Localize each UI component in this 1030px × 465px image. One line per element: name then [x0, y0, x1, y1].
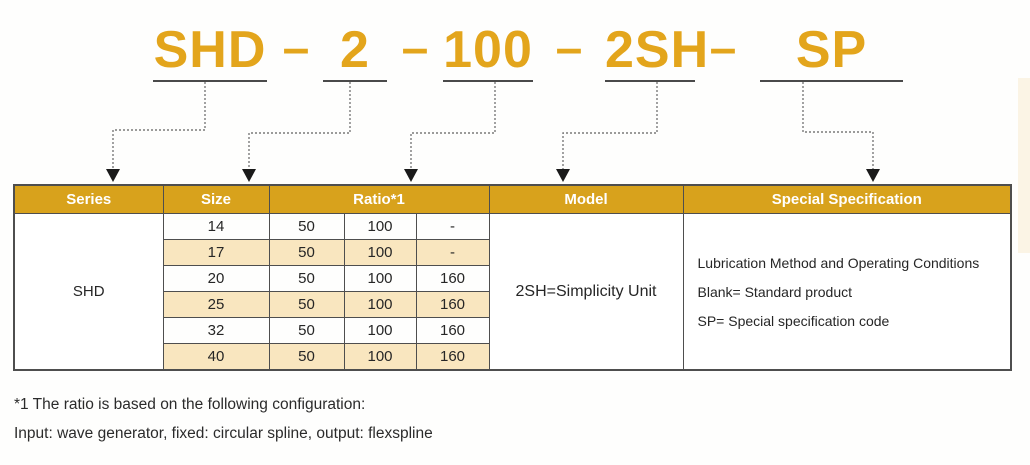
ratio-cell: 50	[268, 213, 345, 240]
code-segment-special: SP	[760, 20, 903, 82]
arrowhead-down-icon	[106, 169, 120, 182]
code-separator: –	[401, 22, 429, 75]
special-line: Blank= Standard product	[697, 283, 853, 300]
code-separator: –	[282, 22, 310, 75]
ratio-cell: 50	[268, 343, 345, 371]
ratio-cell: 100	[343, 239, 417, 266]
table-row: SHD 14 50 100 - 2SH=Simplicity Unit Lubr…	[13, 213, 1012, 371]
ratio-cell: 100	[343, 291, 417, 318]
size-cell: 17	[162, 239, 270, 266]
ratio-cell: 160	[415, 265, 490, 292]
table-row: 40 50 100 160	[14, 343, 1011, 371]
ratio-cell: 50	[268, 265, 345, 292]
size-cell: 40	[162, 343, 270, 371]
ratio-cell: 100	[343, 265, 417, 292]
header-ratio: Ratio*1	[268, 184, 490, 214]
size-cell: 14	[162, 213, 270, 240]
arrowhead-down-icon	[556, 169, 570, 182]
header-special: Special Specification	[682, 184, 1012, 214]
table-row: 20 50 100 160	[14, 265, 1011, 292]
page-edge-shading	[1018, 78, 1030, 253]
arrow-line-ratio	[410, 82, 496, 169]
arrow-line-size	[248, 82, 351, 169]
ratio-cell: 100	[343, 317, 417, 344]
size-cell: 20	[162, 265, 270, 292]
code-segment-size: 2	[323, 20, 387, 82]
arrow-line-special	[802, 82, 874, 169]
code-separator: –	[709, 22, 737, 75]
ratio-cell: 100	[343, 343, 417, 371]
table-row: 32 50 100 160	[14, 317, 1011, 344]
ratio-cell: 50	[268, 239, 345, 266]
special-spec-cell: Lubrication Method and Operating Conditi…	[682, 213, 1012, 371]
arrow-line-model	[562, 82, 658, 169]
ratio-cell: 160	[415, 343, 490, 371]
ratio-cell: 160	[415, 317, 490, 344]
size-cell: 25	[162, 291, 270, 318]
ratio-cell: -	[415, 239, 490, 266]
arrow-line-series	[112, 82, 206, 169]
arrowhead-down-icon	[404, 169, 418, 182]
ratio-cell: -	[415, 213, 490, 240]
arrowhead-down-icon	[242, 169, 256, 182]
ratio-cell: 50	[268, 291, 345, 318]
arrowhead-down-icon	[866, 169, 880, 182]
ratio-cell: 50	[268, 317, 345, 344]
code-segment-series: SHD	[153, 20, 267, 82]
ratio-cell: 160	[415, 291, 490, 318]
header-series: Series	[13, 184, 164, 214]
footnote-line: Input: wave generator, fixed: circular s…	[14, 425, 433, 442]
code-segment-ratio: 100	[443, 20, 533, 82]
header-size: Size	[162, 184, 270, 214]
table-row: 25 50 100 160	[14, 291, 1011, 318]
ordering-code-table: Series Size Ratio*1 Model Special Specif…	[13, 184, 1012, 371]
series-value-cell: SHD	[13, 213, 164, 371]
special-line: Lubrication Method and Operating Conditi…	[697, 254, 980, 271]
table-header-row: Series Size Ratio*1 Model Special Specif…	[13, 184, 1012, 214]
ratio-cell: 100	[343, 213, 417, 240]
special-line: SP= Special specification code	[697, 312, 890, 329]
code-segment-model: 2SH	[605, 20, 708, 82]
size-cell: 32	[162, 317, 270, 344]
code-separator: –	[555, 22, 583, 75]
footnote-line: *1 The ratio is based on the following c…	[14, 396, 366, 413]
model-value-cell: 2SH=Simplicity Unit	[488, 213, 684, 371]
footnote: *1 The ratio is based on the following c…	[14, 390, 433, 448]
header-model: Model	[488, 184, 684, 214]
